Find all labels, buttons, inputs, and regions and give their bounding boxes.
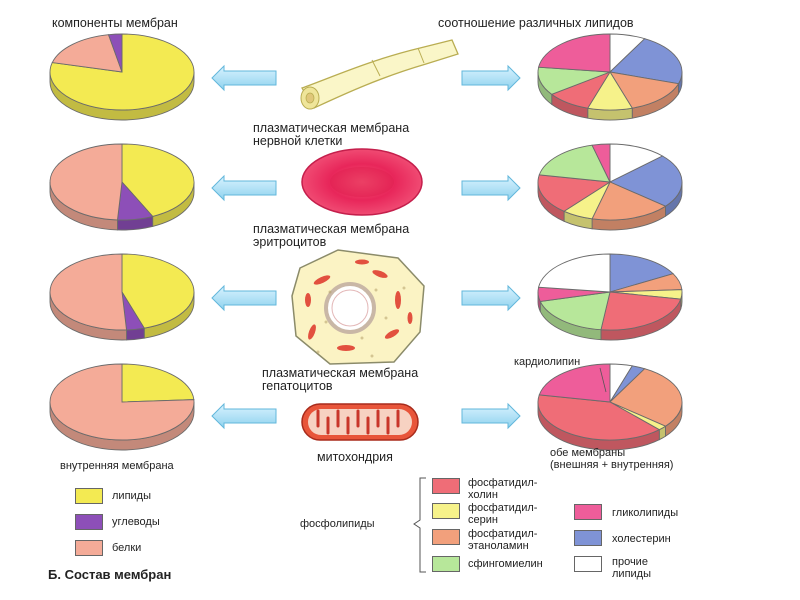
legend-label-proteins: белки xyxy=(112,542,142,554)
arrow-left-3 xyxy=(211,402,277,430)
components-hepatocyte-slice-lipids xyxy=(121,253,195,329)
lipids-hepatocyte-slice-cholesterol xyxy=(609,253,674,293)
heading-lipid-ratio: соотношение различных липидов xyxy=(438,16,634,30)
caption-neuron-line1: плазматическая мембрана xyxy=(253,121,410,135)
hepatocyte-illustration xyxy=(291,249,425,365)
legend-label-other-lipids-1: прочие xyxy=(612,556,648,568)
components-erythrocyte-slice-lipids xyxy=(121,143,195,217)
legend-group-phospholipids: фосфолипиды xyxy=(300,518,375,530)
legend-label-phosphatidylserine-2: серин xyxy=(468,514,498,526)
phospholipids-bracket xyxy=(413,477,426,573)
caption-erythrocyte-line1: плазматическая мембрана xyxy=(253,222,410,236)
lipids-erythrocyte-slice-other xyxy=(609,143,664,183)
lipids-hepatocyte-slice-other xyxy=(538,253,611,293)
legend-label-sphingomyelin: сфингомиелин xyxy=(468,558,543,570)
legend-label-phosphatidylserine-1: фосфатидил- xyxy=(468,502,538,514)
legend-swatch-lipids xyxy=(75,488,103,504)
lipids-neuron-slice-cholesterol xyxy=(609,38,683,85)
lipids-erythrocyte-slice-pc xyxy=(537,174,612,212)
legend-label-phosphatidylcholine-1: фосфатидил- xyxy=(468,477,538,489)
heading-components: компоненты мембран xyxy=(52,16,178,30)
components-mito_inner-slice-proteins xyxy=(49,363,195,441)
caption-neuron-line2: нервной клетки xyxy=(253,134,343,148)
caption-inner-membrane: внутренняя мембрана xyxy=(60,460,174,472)
arrow-right-0 xyxy=(461,64,521,92)
legend-label-cholesterol: холестерин xyxy=(612,533,671,545)
lipids-pie-neuron xyxy=(537,33,683,121)
arrow-left-2 xyxy=(211,284,277,312)
arrows xyxy=(211,64,521,430)
lipids-erythrocyte-slice-pe xyxy=(591,181,667,221)
lipids-mito_both-slice-pc xyxy=(537,394,661,441)
components-mito_inner-slice-lipids xyxy=(121,363,195,403)
legend-label-phosphatidylcholine-2: холин xyxy=(468,489,498,501)
cardiolipin-pointer xyxy=(599,367,607,393)
legend-label-phosphatidylethanolamine-1: фосфатидил- xyxy=(468,528,538,540)
legend-swatch-proteins xyxy=(75,540,103,556)
legend-swatch-cholesterol xyxy=(574,530,602,546)
legend-swatch-other-lipids xyxy=(574,556,602,572)
legend-swatch-phosphatidylcholine xyxy=(432,478,460,494)
components-pie-erythrocyte xyxy=(49,143,195,231)
neuron-axon-illustration xyxy=(300,39,459,110)
legend-label-lipids: липиды xyxy=(112,490,151,502)
arrow-right-3 xyxy=(461,402,521,430)
lipids-erythrocyte-slice-glyco xyxy=(591,143,611,183)
components-hepatocyte-slice-proteins xyxy=(49,253,128,331)
lipids-pie-mitochondrion-both xyxy=(537,363,683,451)
legend-label-phosphatidylethanolamine-2: этаноламин xyxy=(468,540,529,552)
caption-cardiolipin: кардиолипин xyxy=(514,356,581,368)
figure-label: Б. Состав мембран xyxy=(48,567,172,582)
components-neuron-slice-proteins xyxy=(51,34,123,73)
arrow-right-1 xyxy=(461,174,521,202)
caption-hepatocyte-line2: гепатоцитов xyxy=(262,379,333,393)
caption-both-membranes-line2: (внешняя + внутренняя) xyxy=(550,459,674,471)
caption-erythrocyte-line2: эритроцитов xyxy=(253,235,327,249)
arrow-right-2 xyxy=(461,284,521,312)
lipids-mito_both-slice-pe xyxy=(609,368,683,427)
components-erythrocyte-slice-proteins xyxy=(49,143,123,221)
legend-swatch-phosphatidylserine xyxy=(432,503,460,519)
caption-mitochondrion: митохондрия xyxy=(317,450,393,464)
lipids-erythrocyte-slice-sm xyxy=(538,144,611,183)
legend-label-glycolipids: гликолипиды xyxy=(612,507,679,519)
lipids-mito_both-slice-cardiolipin xyxy=(538,363,611,403)
legend-swatch-carbohydrates xyxy=(75,514,103,530)
components-pie-mitochondrion-inner xyxy=(49,363,195,451)
lipids-hepatocyte-slice-pc xyxy=(600,291,682,331)
lipids-pie-hepatocyte xyxy=(537,253,683,341)
mitochondrion-illustration xyxy=(301,403,419,441)
lipids-hepatocyte-slice-sm xyxy=(539,291,611,331)
caption-hepatocyte-line1: плазматическая мембрана xyxy=(262,366,419,380)
legend-swatch-sphingomyelin xyxy=(432,556,460,572)
lipids-pie-erythrocyte xyxy=(537,143,683,231)
legend-label-carbohydrates: углеводы xyxy=(112,516,160,528)
arrow-left-0 xyxy=(211,64,277,92)
lipids-erythrocyte-slice-cholesterol xyxy=(608,155,683,207)
components-neuron-slice-carbs xyxy=(107,33,123,73)
legend-swatch-glycolipids xyxy=(574,504,602,520)
legend-label-other-lipids-2: липиды xyxy=(612,568,651,580)
arrow-left-1 xyxy=(211,174,277,202)
erythrocyte-illustration xyxy=(301,148,423,216)
components-pie-hepatocyte xyxy=(49,253,195,341)
legend-swatch-phosphatidylethanolamine xyxy=(432,529,460,545)
lipids-neuron-slice-glyco xyxy=(538,33,611,73)
caption-both-membranes-line1: обе мембраны xyxy=(550,447,626,459)
components-pie-neuron xyxy=(49,33,195,121)
